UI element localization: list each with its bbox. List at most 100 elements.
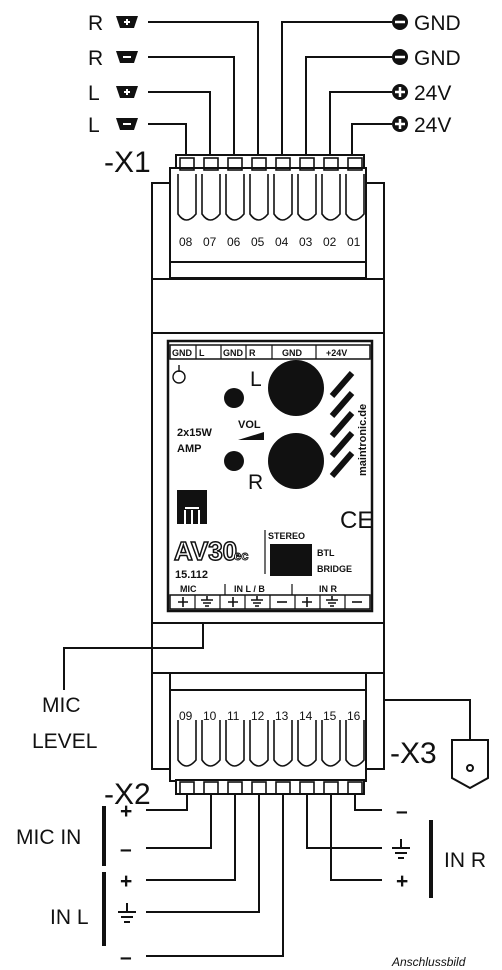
bottom-wiring bbox=[102, 794, 433, 957]
ground-icon bbox=[118, 903, 136, 923]
volume-ramp-icon bbox=[238, 432, 264, 440]
model-suffix: ec bbox=[234, 548, 248, 563]
minus-circle-icon bbox=[392, 49, 408, 65]
terminal-clamp[interactable] bbox=[203, 157, 219, 171]
x2-terminal-number: 15 bbox=[323, 709, 337, 723]
x2-numbers: 09 10 11 12 13 14 15 16 bbox=[179, 709, 361, 723]
terminal-clamp[interactable] bbox=[179, 157, 195, 171]
terminal-screw bbox=[225, 720, 245, 767]
mic-level-wire bbox=[63, 623, 204, 690]
terminal-screw bbox=[201, 174, 221, 221]
x2-terminal-number: 14 bbox=[299, 709, 313, 723]
bottom-strip: MIC IN L / B IN R bbox=[169, 584, 371, 610]
speaker-minus-icon bbox=[116, 118, 138, 130]
terminal-screw bbox=[297, 720, 317, 767]
label-r-minus: R bbox=[88, 47, 103, 70]
x2-terminal-number: 10 bbox=[203, 709, 217, 723]
x1-terminal-number: 05 bbox=[251, 235, 265, 249]
x3-connector bbox=[384, 699, 489, 790]
terminal-screw bbox=[345, 174, 365, 221]
plate-gnd-3: GND bbox=[282, 348, 303, 358]
bottom-left-signs: + – + – bbox=[118, 800, 136, 969]
terminal-screw bbox=[249, 720, 269, 767]
x2-terminal-number: 11 bbox=[227, 709, 240, 723]
power-label: 2x15W bbox=[177, 427, 212, 439]
btl-label: BTL bbox=[317, 548, 335, 558]
x1-terminal-number: 02 bbox=[323, 235, 337, 249]
terminal-clamp[interactable] bbox=[227, 157, 243, 171]
group-mic: MIC bbox=[180, 584, 197, 594]
mic-in-label: MIC IN bbox=[16, 826, 81, 849]
x2-terminal-number: 13 bbox=[275, 709, 289, 723]
front-plate: GND L GND R GND +24V L R VOL 2x15W AMP m… bbox=[169, 344, 373, 610]
led-r bbox=[224, 451, 244, 471]
group-in-l: IN L / B bbox=[234, 584, 265, 594]
mic-level-line1: MIC bbox=[42, 694, 81, 717]
x1-label: -X1 bbox=[104, 146, 151, 179]
terminal-screw bbox=[273, 174, 293, 221]
x1-terminal-number: 03 bbox=[299, 235, 313, 249]
label-r-plus: R bbox=[88, 12, 103, 35]
ground-icon bbox=[392, 839, 410, 859]
terminal-screw bbox=[249, 174, 269, 221]
terminal-screw bbox=[201, 720, 221, 767]
terminal-clamp[interactable] bbox=[347, 157, 363, 171]
maintronic-logo bbox=[177, 490, 207, 524]
caption: Anschlussbild bbox=[391, 955, 466, 969]
minus-circle-icon bbox=[392, 14, 408, 30]
terminal-clamp[interactable] bbox=[275, 157, 291, 171]
x2-label: -X2 bbox=[104, 778, 151, 811]
plus-circle-icon bbox=[392, 116, 408, 132]
speaker-minus-icon bbox=[116, 51, 138, 63]
x2-terminal-number: 16 bbox=[347, 709, 361, 723]
amp-label: AMP bbox=[177, 443, 201, 455]
mic-minus: – bbox=[120, 838, 132, 861]
label-gnd-1: GND bbox=[414, 12, 461, 35]
mic-plus: + bbox=[120, 800, 132, 823]
terminal-screw bbox=[177, 720, 197, 767]
x2-terminal-number: 12 bbox=[251, 709, 265, 723]
vol-label: VOL bbox=[238, 419, 261, 431]
plate-gnd-1: GND bbox=[172, 348, 193, 358]
x1-terminals bbox=[177, 157, 365, 221]
housing bbox=[151, 154, 385, 795]
in-r-minus: – bbox=[396, 800, 408, 823]
x1-terminal-number: 01 bbox=[347, 235, 361, 249]
in-r-plus: + bbox=[396, 870, 408, 893]
volume-knob-l[interactable] bbox=[268, 360, 324, 416]
model-label: AV30 bbox=[174, 536, 237, 566]
ce-mark: CE bbox=[340, 507, 373, 534]
x1-right-labels: GND GND 24V 24V bbox=[392, 12, 461, 137]
led-icon bbox=[172, 365, 186, 384]
terminal-clamp[interactable] bbox=[323, 157, 339, 171]
label-l-minus: L bbox=[88, 114, 100, 137]
x1-numbers: 08 07 06 05 04 03 02 01 bbox=[179, 235, 361, 249]
in-l-minus: – bbox=[120, 946, 132, 969]
led-l bbox=[224, 388, 244, 408]
terminal-clamp[interactable] bbox=[251, 157, 267, 171]
plate-gnd-2: GND bbox=[223, 348, 244, 358]
bottom-right-signs: – + bbox=[392, 800, 410, 893]
terminal-screw bbox=[297, 174, 317, 221]
brand-stripes bbox=[329, 371, 355, 478]
plate-r: R bbox=[249, 348, 256, 358]
model-code: 15.112 bbox=[175, 569, 208, 581]
plate-l: L bbox=[199, 348, 205, 358]
plate-24v: +24V bbox=[326, 348, 347, 358]
terminal-screw bbox=[321, 174, 341, 221]
group-in-r: IN R bbox=[319, 584, 338, 594]
terminal-screw bbox=[273, 720, 293, 767]
speaker-plus-icon bbox=[116, 86, 138, 98]
x1-terminal-number: 08 bbox=[179, 235, 193, 249]
mode-switch[interactable] bbox=[270, 544, 312, 576]
x3-label: -X3 bbox=[390, 737, 437, 770]
x1-terminal-number: 06 bbox=[227, 235, 241, 249]
stereo-label: STEREO bbox=[268, 531, 305, 541]
bridge-label: BRIDGE bbox=[317, 564, 352, 574]
volume-knob-r[interactable] bbox=[268, 433, 324, 489]
terminal-clamp[interactable] bbox=[299, 157, 315, 171]
x1-terminal-number: 04 bbox=[275, 235, 289, 249]
speaker-plus-icon bbox=[116, 16, 138, 28]
mic-level-line2: LEVEL bbox=[32, 730, 97, 753]
